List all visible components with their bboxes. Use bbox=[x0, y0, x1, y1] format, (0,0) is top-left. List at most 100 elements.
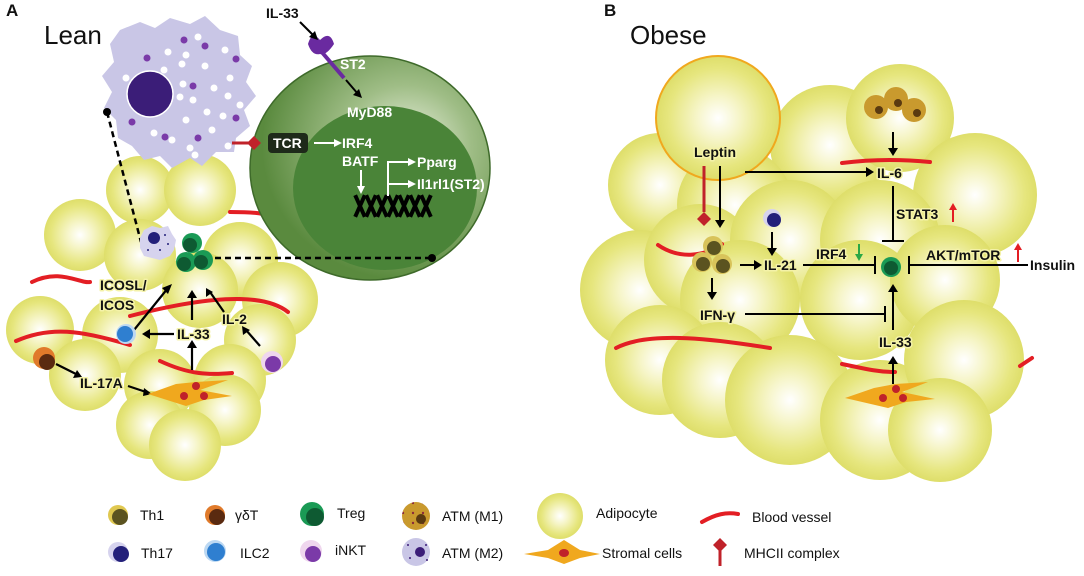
blood-vessel bbox=[14, 329, 132, 347]
legend-label: γδT bbox=[235, 507, 259, 523]
panel-b-title: Obese bbox=[630, 20, 707, 50]
adipocyte bbox=[162, 252, 238, 328]
adipocyte bbox=[846, 64, 954, 172]
blood-vessel bbox=[840, 362, 897, 374]
adipocyte-cluster-b bbox=[580, 55, 1037, 482]
blood-vessel bbox=[158, 359, 234, 376]
label-icosl: ICOSL/ bbox=[100, 277, 147, 293]
stromal-cells-b bbox=[845, 382, 935, 408]
label-myd88: MyD88 bbox=[347, 104, 392, 120]
label-pparg: Pparg bbox=[417, 154, 457, 170]
dashed-line bbox=[105, 111, 143, 243]
legend-item-gdt: γδT bbox=[205, 505, 259, 525]
adipocyte bbox=[164, 154, 236, 226]
label-il33-ligand: IL-33 bbox=[266, 5, 299, 21]
blood-vessel bbox=[30, 274, 92, 285]
legend-item-ilc2: ILC2 bbox=[204, 540, 270, 562]
panel-b: B Obese bbox=[580, 1, 1075, 482]
arrowhead bbox=[309, 31, 318, 40]
stromal-cells-a bbox=[148, 380, 232, 406]
legend: Th1 γδT Treg ATM (M1) Adipocyte Blood ve… bbox=[108, 493, 840, 566]
blood-vessel bbox=[614, 335, 772, 350]
blood-vessel bbox=[1018, 356, 1034, 368]
legend-label: MHCII complex bbox=[744, 545, 840, 561]
label-st2: ST2 bbox=[340, 56, 366, 72]
macrophage-purple-granules bbox=[128, 36, 240, 142]
treg-cell-zoom: IL-33 ST2 MyD88 TCR IRF4 BATF Pparg Il1r… bbox=[249, 5, 491, 281]
th17-cell bbox=[763, 209, 781, 227]
blood-vessel bbox=[128, 296, 290, 318]
label-il17a: IL-17A bbox=[80, 375, 123, 391]
treg-cluster bbox=[176, 233, 213, 272]
mhcii-diamond bbox=[247, 136, 261, 150]
label-batf: BATF bbox=[342, 153, 379, 169]
dna-icon bbox=[352, 194, 436, 218]
blood-vessel bbox=[840, 157, 932, 165]
legend-label: iNKT bbox=[335, 542, 367, 558]
legend-item-inkt: iNKT bbox=[300, 540, 367, 562]
st2-receptor-icon bbox=[308, 35, 346, 80]
legend-label: ILC2 bbox=[240, 545, 270, 561]
signal-lines-b bbox=[711, 132, 1028, 384]
legend-item-treg: Treg bbox=[300, 502, 365, 526]
legend-item-stromal: Stromal cells bbox=[524, 540, 682, 564]
atm-m1-cluster bbox=[864, 87, 926, 122]
label-il2: IL-2 bbox=[222, 311, 247, 327]
akt-up-arrow-icon bbox=[1014, 243, 1022, 262]
arrowhead bbox=[357, 186, 365, 194]
atm-m2-large bbox=[102, 16, 256, 168]
label-il33-b: IL-33 bbox=[879, 334, 912, 350]
arrow bbox=[299, 21, 315, 37]
legend-item-adipocyte: Adipocyte bbox=[537, 493, 658, 539]
legend-item-blood-vessel: Blood vessel bbox=[700, 509, 831, 525]
treg-nucleus bbox=[293, 106, 477, 270]
adipocyte bbox=[6, 296, 74, 364]
legend-label: Stromal cells bbox=[602, 545, 682, 561]
label-il1rl1: Il1rl1(ST2) bbox=[417, 176, 485, 192]
legend-label: Adipocyte bbox=[596, 505, 658, 521]
adipocyte bbox=[888, 378, 992, 482]
label-tcr: TCR bbox=[273, 135, 302, 151]
label-ifng: IFN-γ bbox=[700, 307, 735, 323]
legend-label: Th17 bbox=[141, 545, 173, 561]
panel-a-letter: A bbox=[6, 1, 18, 20]
mhcii-diamond bbox=[697, 212, 711, 226]
label-il21: IL-21 bbox=[764, 257, 797, 273]
label-stat3: STAT3 bbox=[896, 206, 938, 222]
irf4-down-arrow-icon bbox=[855, 244, 863, 261]
panel-b-letter: B bbox=[604, 1, 616, 20]
arrowhead bbox=[334, 139, 342, 147]
macrophage-body bbox=[102, 16, 256, 168]
legend-item-atm-m2: ATM (M2) bbox=[402, 538, 503, 566]
inkt-cell bbox=[261, 351, 283, 373]
arrowhead bbox=[408, 180, 416, 188]
legend-item-atm-m1: ATM (M1) bbox=[402, 502, 503, 530]
treg-cell-b bbox=[881, 257, 901, 277]
legend-label: Th1 bbox=[140, 507, 164, 523]
stat3-up-arrow-icon bbox=[949, 203, 957, 222]
mhcii-interaction bbox=[232, 136, 261, 150]
dashed-line-endpoint bbox=[428, 254, 436, 262]
legend-label: ATM (M1) bbox=[442, 508, 503, 524]
th1-cluster bbox=[692, 236, 732, 274]
label-il33-tissue: IL-33 bbox=[177, 326, 210, 342]
atm-m2-small bbox=[140, 226, 176, 260]
ilc2-cell bbox=[116, 324, 136, 344]
arrow bbox=[345, 79, 359, 95]
adipocyte bbox=[49, 339, 121, 411]
legend-item-th17: Th17 bbox=[108, 542, 173, 562]
signal-arrowheads-b bbox=[707, 148, 898, 364]
label-akt-mtor: AKT/mTOR bbox=[926, 247, 1000, 263]
tcr-box bbox=[268, 133, 308, 153]
label-leptin: Leptin bbox=[694, 144, 736, 160]
label-irf4-b: IRF4 bbox=[816, 246, 847, 262]
arrowhead bbox=[408, 158, 416, 166]
legend-label: Treg bbox=[337, 505, 365, 521]
panel-a-title: Lean bbox=[44, 20, 102, 50]
adipocyte bbox=[149, 409, 221, 481]
gdt-cell bbox=[33, 347, 55, 370]
adipocyte bbox=[106, 156, 174, 224]
arrowhead bbox=[353, 89, 362, 98]
macrophage-granules bbox=[122, 33, 244, 159]
